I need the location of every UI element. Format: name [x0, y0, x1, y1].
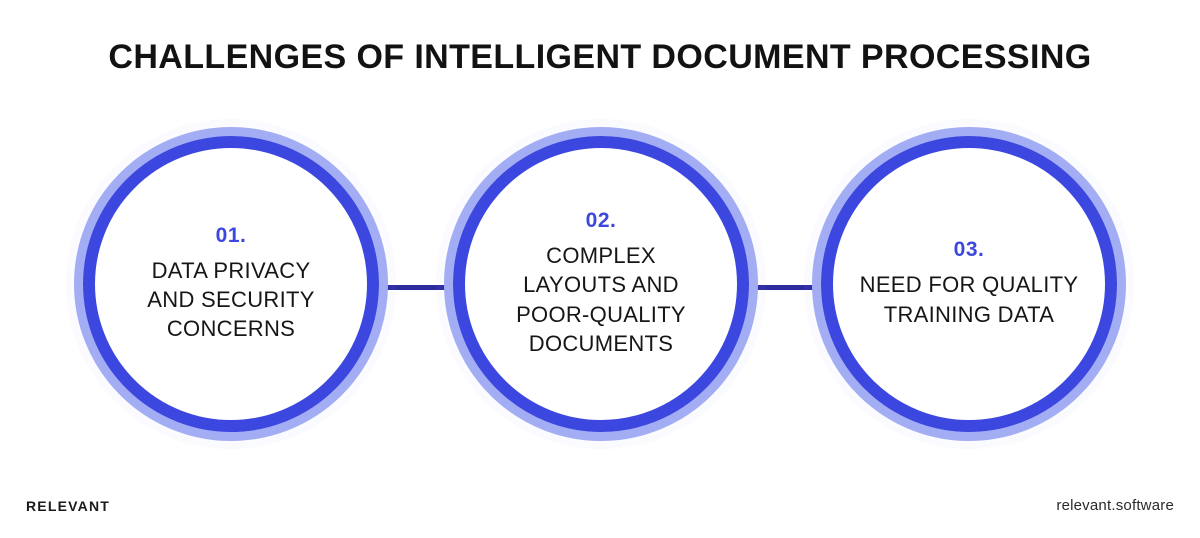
circle-content-1: 01. DATA PRIVACY AND SECURITY CONCERNS [74, 127, 388, 441]
circle-label-3: NEED FOR QUALITY TRAINING DATA [859, 272, 1079, 327]
circle-number-1: 01. [215, 223, 247, 247]
challenge-circle-1: 01. DATA PRIVACY AND SECURITY CONCERNS [66, 119, 396, 449]
circle-label-1: DATA PRIVACY AND SECURITY CONCERNS [147, 257, 315, 342]
connector-line-1-2 [383, 285, 448, 290]
circle-label-2: COMPLEX LAYOUTS AND POOR-QUALITY DOCUMEN… [516, 243, 686, 356]
circle-outer-ring-1 [74, 127, 388, 441]
website-url: relevant.software [1056, 497, 1174, 514]
circle-number-2: 02. [585, 209, 617, 232]
circle-content-2: 02. COMPLEX LAYOUTS AND POOR-QUALITY DOC… [444, 127, 758, 441]
circle-number-3: 03. [953, 238, 985, 262]
circle-outer-ring-3 [812, 127, 1126, 441]
circle-outer-ring-2 [444, 127, 758, 441]
challenge-circle-2: 02. COMPLEX LAYOUTS AND POOR-QUALITY DOC… [436, 119, 766, 449]
connector-line-2-3 [753, 285, 815, 290]
circle-content-3: 03. NEED FOR QUALITY TRAINING DATA [812, 127, 1126, 441]
brand-wordmark: RELEVANT [26, 498, 111, 514]
page-title: Challenges of Intelligent Document Proce… [108, 38, 1092, 76]
challenge-circle-3: 03. NEED FOR QUALITY TRAINING DATA [804, 119, 1134, 449]
